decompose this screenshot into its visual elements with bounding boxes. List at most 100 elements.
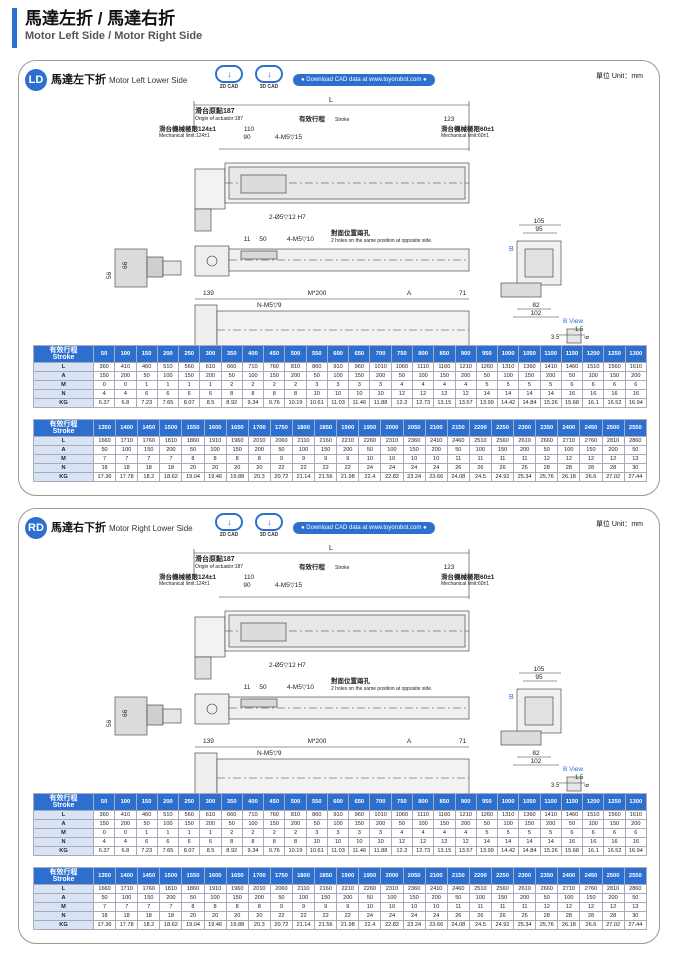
- table-cell: 6.37: [92, 846, 116, 856]
- variant-badge: RD: [25, 517, 47, 539]
- table-cell: 5: [497, 828, 520, 838]
- table-cell: 100: [411, 371, 435, 381]
- download-cad-link[interactable]: ● Download CAD data at www.toyorobot.com…: [293, 522, 435, 534]
- thread-spec: 4-M5▽15: [275, 582, 302, 589]
- table-cell: 2010: [247, 884, 271, 894]
- thread-spec-b: 4-M5▽10: [287, 684, 314, 691]
- stroke-cell: 2500: [601, 419, 625, 437]
- table-cell: 410: [114, 362, 137, 372]
- stroke-cell: 350: [220, 793, 243, 811]
- table-cell: 18.2: [137, 472, 161, 482]
- dim-90: 90: [243, 134, 251, 141]
- table-cell: 7: [159, 454, 183, 464]
- stroke-cell: 200: [156, 345, 180, 363]
- stroke-cell: 2150: [446, 419, 470, 437]
- stroke-cell: 300: [199, 345, 222, 363]
- cad-2d-button[interactable]: ↓2D CAD: [213, 513, 245, 539]
- table-cell: 4: [114, 389, 137, 399]
- origin-label: 滑台原點187: [195, 106, 235, 115]
- table-cell: 3: [305, 828, 328, 838]
- table-cell: 10.19: [284, 398, 307, 408]
- cad-2d-button[interactable]: ↓2D CAD: [213, 65, 245, 91]
- stroke-cell: 1850: [314, 867, 338, 885]
- table-cell: 4: [92, 389, 116, 399]
- table-cell: 50: [181, 445, 205, 455]
- table-cell: 3: [326, 380, 350, 390]
- dim-102: 102: [531, 310, 542, 317]
- table-cell: 50: [623, 445, 648, 455]
- table-cell: 19.04: [181, 472, 205, 482]
- table-cell: 10: [348, 837, 371, 847]
- table-cell: 22: [314, 463, 338, 473]
- table-cell: 960: [348, 362, 371, 372]
- b-view-label: B View: [563, 318, 583, 325]
- table-cell: 2: [284, 828, 307, 838]
- table-cell: 5: [497, 380, 520, 390]
- table-cell: 100: [241, 819, 265, 829]
- stroke-cell: 1050: [518, 345, 541, 363]
- table-cell: 1610: [624, 810, 648, 820]
- table-cell: 6.8: [114, 398, 137, 408]
- table-cell: 50: [358, 445, 382, 455]
- table-cell: 2060: [269, 884, 293, 894]
- stroke-cell: 500: [284, 793, 307, 811]
- table-cell: 6: [582, 828, 605, 838]
- stroke-cell: 2150: [446, 867, 470, 885]
- table-cell: 28: [601, 463, 625, 473]
- panel-title-en: Motor Right Lower Side: [109, 524, 193, 533]
- table-cell: 2410: [424, 436, 448, 446]
- table-cell: 12.3: [390, 398, 413, 408]
- table-cell: 14: [497, 837, 520, 847]
- cad-3d-button[interactable]: ↓3D CAD: [253, 65, 285, 91]
- table-cell: 7: [137, 902, 161, 912]
- table-cell: 2760: [579, 436, 603, 446]
- table-cell: 20.72: [269, 920, 293, 930]
- table-cell: 2: [241, 380, 265, 390]
- table-cell: 1210: [454, 362, 477, 372]
- table-cell: 8: [241, 389, 265, 399]
- stroke-cell: 400: [241, 345, 265, 363]
- thread-spec: 4-M5▽15: [275, 134, 302, 141]
- stroke-cell: 2050: [402, 419, 426, 437]
- table-cell: 150: [402, 893, 426, 903]
- stroke-cell: 50: [92, 345, 116, 363]
- cad-3d-button[interactable]: ↓3D CAD: [253, 513, 285, 539]
- table-cell: 20: [203, 463, 227, 473]
- stroke-cell: 2400: [557, 419, 581, 437]
- stroke-cell: 100: [114, 345, 137, 363]
- table-cell: 3: [305, 380, 328, 390]
- stroke-cell: 500: [284, 345, 307, 363]
- table-cell: 13.99: [475, 846, 499, 856]
- table-cell: 10: [402, 454, 426, 464]
- thread-N-M5: N-M5▽9: [257, 302, 282, 309]
- stroke-cell: 700: [369, 345, 392, 363]
- dim-139: 139: [203, 738, 214, 745]
- table-cell: 6: [624, 380, 648, 390]
- table-cell: 150: [137, 893, 161, 903]
- table-cell: 18: [115, 911, 139, 921]
- table-cell: 50: [446, 893, 470, 903]
- table-cell: 560: [178, 362, 201, 372]
- holes-label: 對面位置兩孔: [331, 228, 371, 237]
- table-cell: 8: [220, 837, 243, 847]
- table-cell: 1: [199, 828, 222, 838]
- table-cell: 100: [241, 371, 265, 381]
- table-cell: 1: [156, 828, 180, 838]
- unit-label: 單位 Unit：mm: [595, 521, 643, 528]
- table-cell: 910: [326, 810, 350, 820]
- cad-3d-label: 3D CAD: [259, 532, 279, 538]
- table-cell: 7.23: [135, 846, 158, 856]
- dim-L: L: [329, 545, 333, 552]
- table-cell: 27.44: [623, 472, 648, 482]
- table-cell: 1: [156, 380, 180, 390]
- table-cell: 100: [411, 819, 435, 829]
- download-cad-link[interactable]: ● Download CAD data at www.toyorobot.com…: [293, 74, 435, 86]
- table-cell: 200: [284, 371, 307, 381]
- dim-95: 95: [535, 674, 543, 681]
- table-cell: 13: [623, 902, 648, 912]
- table-cell: 2560: [490, 436, 515, 446]
